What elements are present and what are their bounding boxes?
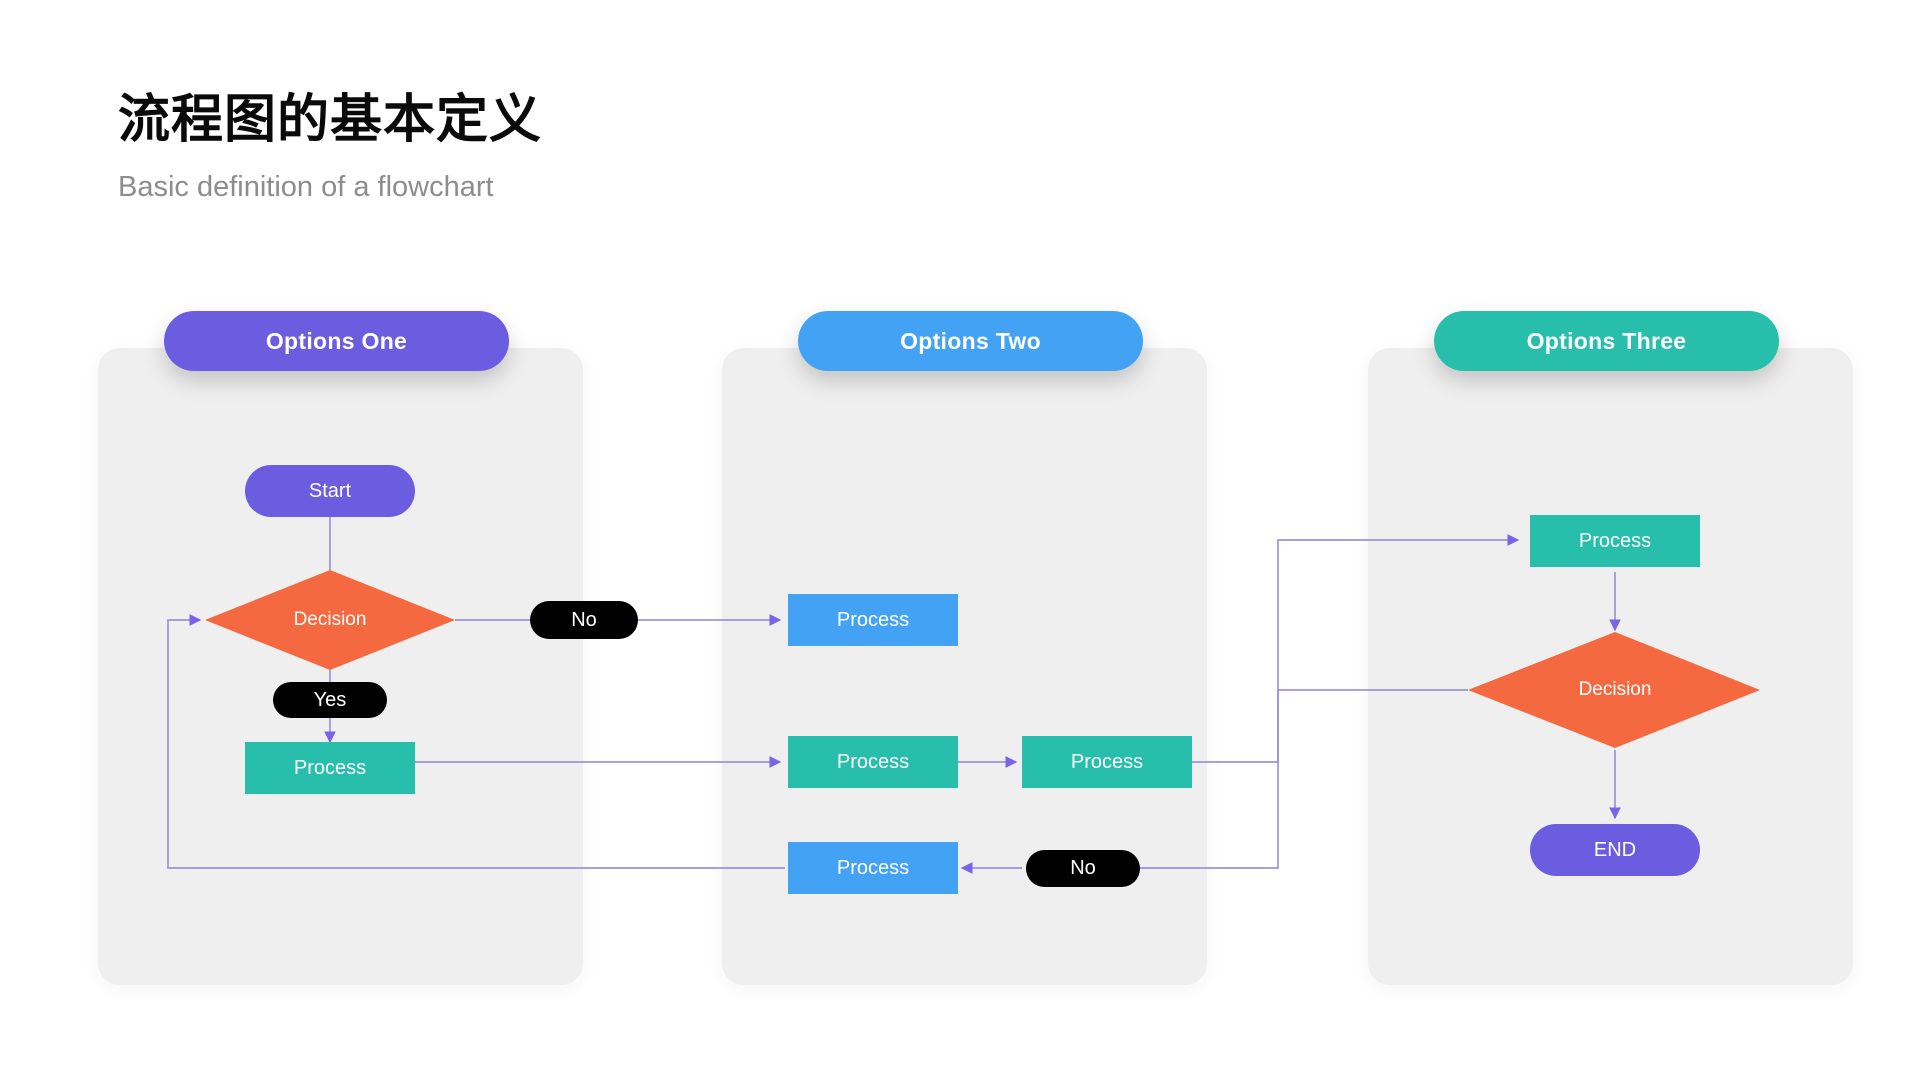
node-c2-process-bottom[interactable]: Process xyxy=(788,842,958,894)
node-c3-end-label: END xyxy=(1593,838,1637,861)
node-c1-start-label: Start xyxy=(308,479,352,502)
node-c3-end[interactable]: END xyxy=(1530,824,1700,876)
node-c2-process-mid-b[interactable]: Process xyxy=(1022,736,1192,788)
edge-label-c1-no-text: No xyxy=(571,608,597,631)
node-c3-process-label: Process xyxy=(1578,529,1652,552)
node-c2-process-mid-a-label: Process xyxy=(836,750,910,773)
page-title: 流程图的基本定义 xyxy=(118,91,543,149)
option-header-one-label: Options One xyxy=(265,327,408,354)
node-c2-process-mid-b-label: Process xyxy=(1070,750,1144,773)
panel-options-one xyxy=(98,348,583,985)
node-c2-process-bottom-label: Process xyxy=(836,856,910,879)
option-header-three-label: Options Three xyxy=(1526,327,1687,354)
node-c2-process-top-label: Process xyxy=(836,608,910,631)
edge-label-c2-no: No xyxy=(1026,850,1140,887)
node-c1-process[interactable]: Process xyxy=(245,742,415,794)
edge-label-c1-no: No xyxy=(530,601,638,639)
panel-options-three xyxy=(1368,348,1853,985)
node-c2-process-mid-a[interactable]: Process xyxy=(788,736,958,788)
slide-header: 流程图的基本定义 Basic definition of a flowchart xyxy=(118,91,543,204)
edge-label-c1-yes-text: Yes xyxy=(313,688,347,711)
node-c1-process-label: Process xyxy=(293,756,367,779)
page-subtitle: Basic definition of a flowchart xyxy=(118,171,494,204)
option-header-three[interactable]: Options Three xyxy=(1434,311,1779,371)
option-header-two[interactable]: Options Two xyxy=(798,311,1143,371)
node-c1-start[interactable]: Start xyxy=(245,465,415,517)
node-c2-process-top[interactable]: Process xyxy=(788,594,958,646)
node-c3-process[interactable]: Process xyxy=(1530,515,1700,567)
option-header-two-label: Options Two xyxy=(900,327,1041,354)
option-header-one[interactable]: Options One xyxy=(164,311,509,371)
edge-label-c2-no-text: No xyxy=(1070,857,1096,879)
edge-label-c1-yes: Yes xyxy=(273,682,387,718)
